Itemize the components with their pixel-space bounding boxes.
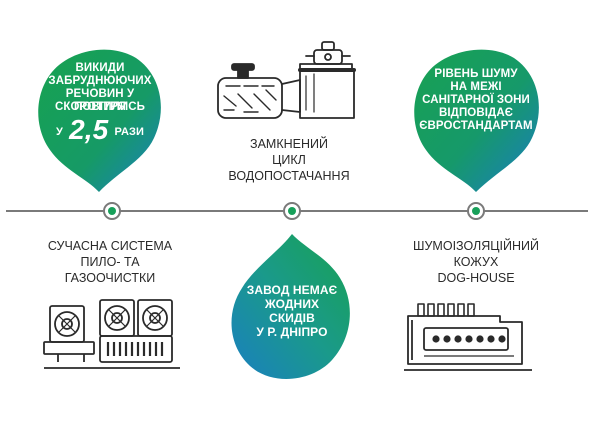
drop-shape bbox=[38, 49, 161, 193]
dust-gas-line-3: газоочистки bbox=[64, 271, 156, 285]
timeline-node-center bbox=[283, 202, 301, 220]
dog-house-line-1: шумоізоляційний bbox=[413, 239, 539, 253]
no-discharge-line-2: жодних bbox=[264, 297, 320, 311]
filter-system-icon bbox=[43, 299, 180, 369]
drop-shape bbox=[414, 49, 539, 193]
emissions-suffix: рази bbox=[114, 126, 144, 138]
dog-house-icon bbox=[404, 303, 532, 371]
noise-line-1: рівень шуму bbox=[434, 68, 518, 80]
water-cycle-line-3: водопостачання bbox=[228, 169, 350, 183]
emissions-prefix: у bbox=[55, 126, 63, 138]
emissions-line-1: викиди bbox=[75, 62, 125, 74]
emissions-ratio: у 2,5 рази bbox=[44, 114, 156, 148]
emissions-line-3: речовин у повітря bbox=[65, 88, 135, 113]
emissions-line-4: скоротились bbox=[54, 101, 146, 113]
dog-house-line-3: dog-house bbox=[437, 271, 515, 285]
no-discharge-callout: завод немає жодних скидів у р. дніпро bbox=[232, 234, 352, 384]
noise-line-4: відповідає bbox=[438, 107, 514, 119]
no-discharge-line-3: скидів bbox=[269, 311, 315, 325]
no-discharge-line-4: у р. дніпро bbox=[256, 325, 328, 339]
emissions-line-2: забруднюючих bbox=[48, 75, 152, 87]
emissions-callout: викиди забруднюючих речовин у повітря ск… bbox=[44, 44, 156, 184]
dog-house-line-2: кожух bbox=[453, 255, 499, 269]
dog-house-caption: шумоізоляційний кожух dog-house bbox=[396, 238, 556, 286]
timeline-node-left bbox=[103, 202, 121, 220]
noise-line-2: на межі bbox=[450, 81, 502, 93]
noise-line-5: євростандартам bbox=[419, 120, 533, 132]
emissions-value: 2,5 bbox=[69, 114, 109, 145]
water-cycle-line-1: замкнений bbox=[250, 137, 328, 151]
dust-gas-line-1: сучасна система bbox=[47, 239, 173, 253]
dust-gas-line-2: пило- та bbox=[80, 255, 140, 269]
water-cycle-caption: замкнений цикл водопостачання bbox=[214, 136, 364, 184]
drop-shape bbox=[231, 234, 350, 379]
no-discharge-line-1: завод немає bbox=[246, 283, 338, 297]
noise-line-3: санітарної зони bbox=[422, 94, 530, 106]
timeline-node-right bbox=[467, 202, 485, 220]
pump-icon bbox=[217, 41, 356, 119]
water-cycle-line-2: цикл bbox=[272, 153, 306, 167]
noise-callout: рівень шуму на межі санітарної зони відп… bbox=[414, 44, 538, 184]
dust-gas-caption: сучасна система пило- та газоочистки bbox=[30, 238, 190, 286]
